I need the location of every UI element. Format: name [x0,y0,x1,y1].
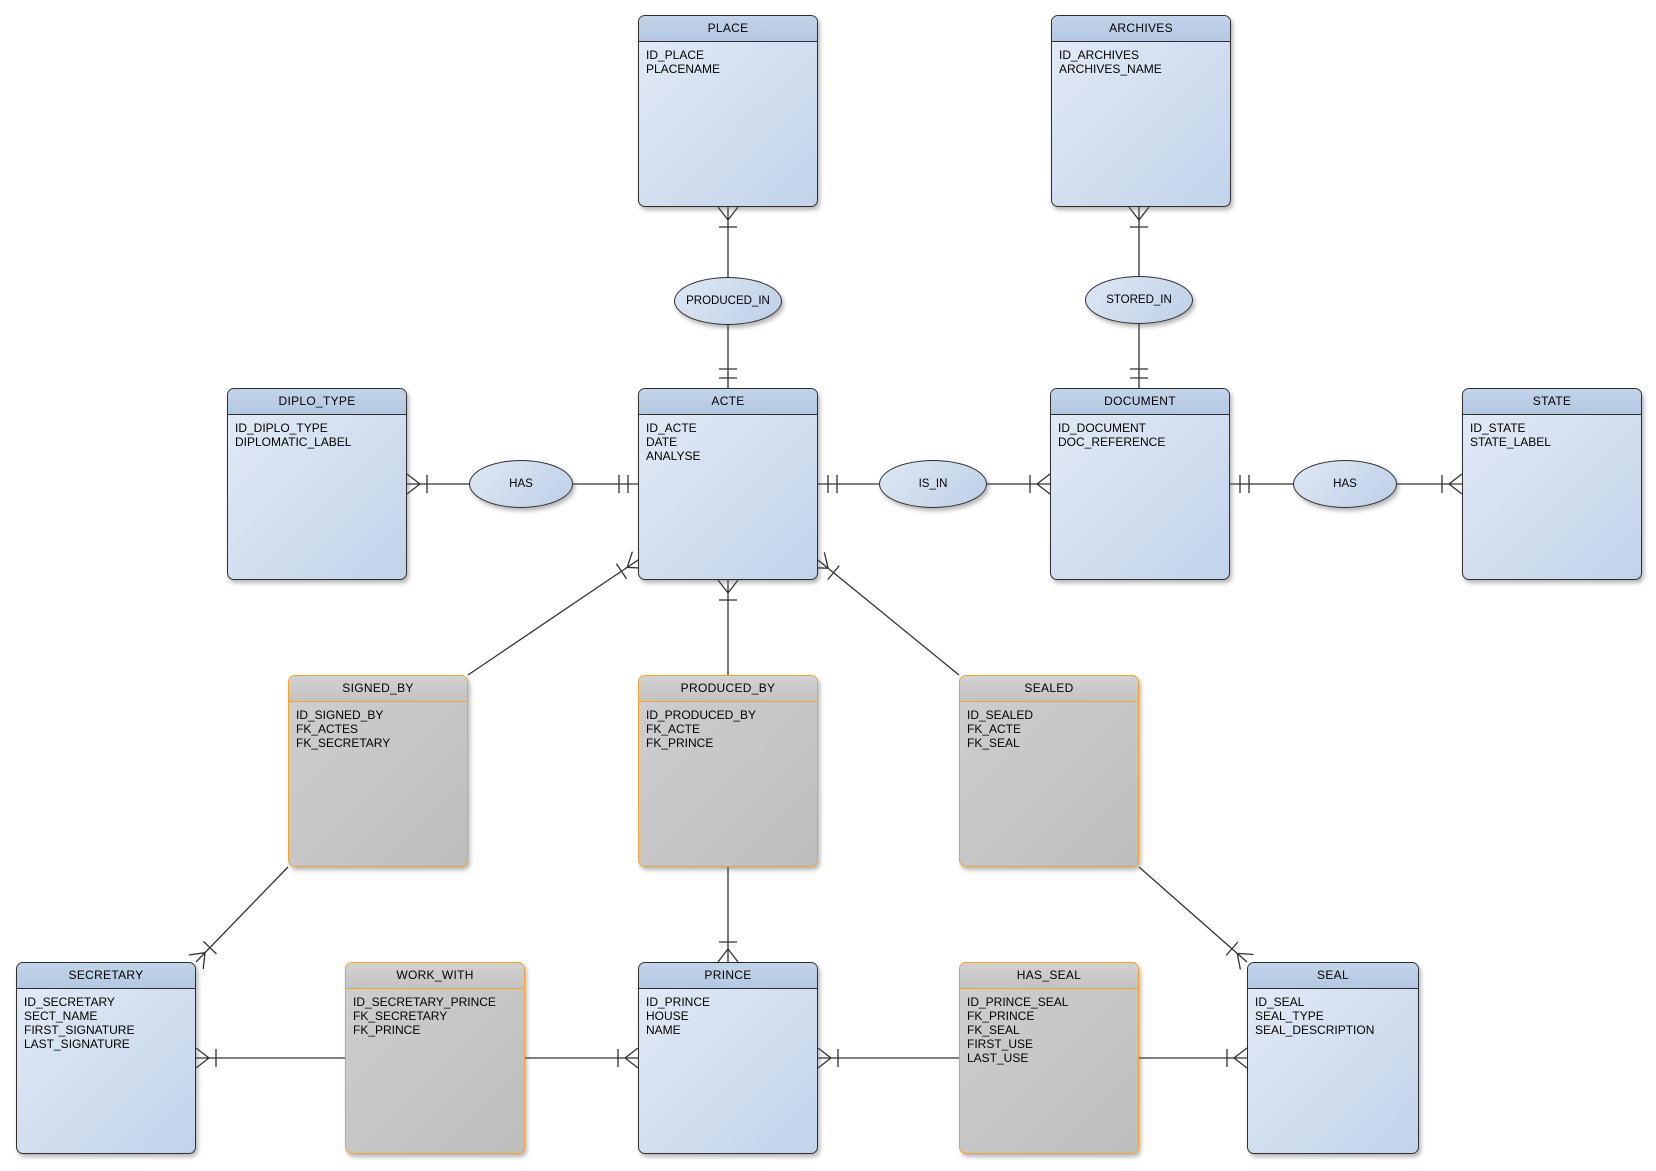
entity-attribute: ARCHIVES_NAME [1059,62,1162,76]
entity-attribute: FK_SECRETARY [353,1009,448,1023]
entity-attribute: FK_PRINCE [967,1009,1035,1023]
entity-attribute: ID_STATE [1470,421,1526,435]
entity-attribute: ID_SEAL [1255,995,1305,1009]
entity-attribute: ID_PRINCE [646,995,711,1009]
relationship-is-in[interactable]: IS_IN [879,460,987,508]
entity-attribute: DIPLOMATIC_LABEL [235,435,352,449]
entity-attribute: ID_PRODUCED_BY [646,708,757,722]
entity-attribute: FK_ACTE [967,722,1022,736]
entity-attribute: NAME [646,1023,681,1037]
relationship-label-stored-in: STORED_IN [1106,294,1172,306]
entity-attribute: FIRST_SIGNATURE [24,1023,135,1037]
entity-attribute: ID_SECRETARY_PRINCE [353,995,496,1009]
entity-title-seal: SEAL [1248,963,1418,989]
entity-attribute: SEAL_DESCRIPTION [1255,1023,1375,1037]
entity-attribute: FK_PRINCE [353,1023,421,1037]
entity-title-work-with: WORK_WITH [346,963,524,989]
entity-attribute: ID_SIGNED_BY [296,708,384,722]
entity-attribute: ID_ACTE [646,421,697,435]
entity-attribute: FK_SEAL [967,736,1020,750]
entity-attribute: DOC_REFERENCE [1058,435,1166,449]
entity-attribute: DATE [646,435,678,449]
entity-title-has-seal: HAS_SEAL [960,963,1138,989]
entity-title-diplo-type: DIPLO_TYPE [228,389,406,415]
entity-attribute: STATE_LABEL [1470,435,1551,449]
connector-acte-signedby [467,551,644,676]
relationship-stored-in[interactable]: STORED_IN [1085,276,1193,324]
entity-attribute: SEAL_TYPE [1255,1009,1324,1023]
entity-title-document: DOCUMENT [1051,389,1229,415]
entity-attribute: FK_SECRETARY [296,736,391,750]
entity-title-acte: ACTE [639,389,817,415]
entity-attribute: FK_SEAL [967,1023,1020,1037]
relationship-label-produced-in: PRODUCED_IN [686,295,770,307]
entity-attribute: FK_ACTE [646,722,701,736]
relationship-label-is-in: IS_IN [918,478,948,490]
entity-attribute: FIRST_USE [967,1037,1034,1051]
entity-attribute: PLACENAME [646,62,721,76]
entity-attribute: LAST_SIGNATURE [24,1037,130,1051]
entity-attribute: FK_ACTES [296,722,359,736]
entity-attribute: ID_DIPLO_TYPE [235,421,328,435]
entity-title-archives: ARCHIVES [1052,16,1230,42]
entity-attribute: SECT_NAME [24,1009,98,1023]
entity-attribute: FK_PRINCE [646,736,714,750]
relationship-label-has-left: HAS [509,478,533,490]
entity-attribute: ANALYSE [646,449,701,463]
relationship-label-has-right: HAS [1333,478,1357,490]
entity-attribute: ID_SECRETARY [24,995,115,1009]
entity-attribute: ID_PRINCE_SEAL [967,995,1069,1009]
entity-title-secretary: SECRETARY [17,963,195,989]
relationship-produced-in[interactable]: PRODUCED_IN [674,277,782,325]
entity-title-produced-by: PRODUCED_BY [639,676,817,702]
connector-sealed-seal [1138,866,1254,970]
entity-title-signed-by: SIGNED_BY [289,676,467,702]
entity-attribute: ID_SEALED [967,708,1034,722]
entity-attribute: LAST_USE [967,1051,1029,1065]
entity-title-place: PLACE [639,16,817,42]
relationship-has-right[interactable]: HAS [1293,460,1397,508]
connector-acte-sealed [811,552,960,676]
entity-attribute: ID_DOCUMENT [1058,421,1147,435]
entity-title-sealed: SEALED [960,676,1138,702]
entity-attribute: ID_ARCHIVES [1059,48,1140,62]
relationship-has-left[interactable]: HAS [469,460,573,508]
entity-title-state: STATE [1463,389,1641,415]
entity-attribute: HOUSE [646,1009,689,1023]
entity-attribute: ID_PLACE [646,48,705,62]
entity-title-prince: PRINCE [639,963,817,989]
connector-signedby-secretary [188,866,289,970]
